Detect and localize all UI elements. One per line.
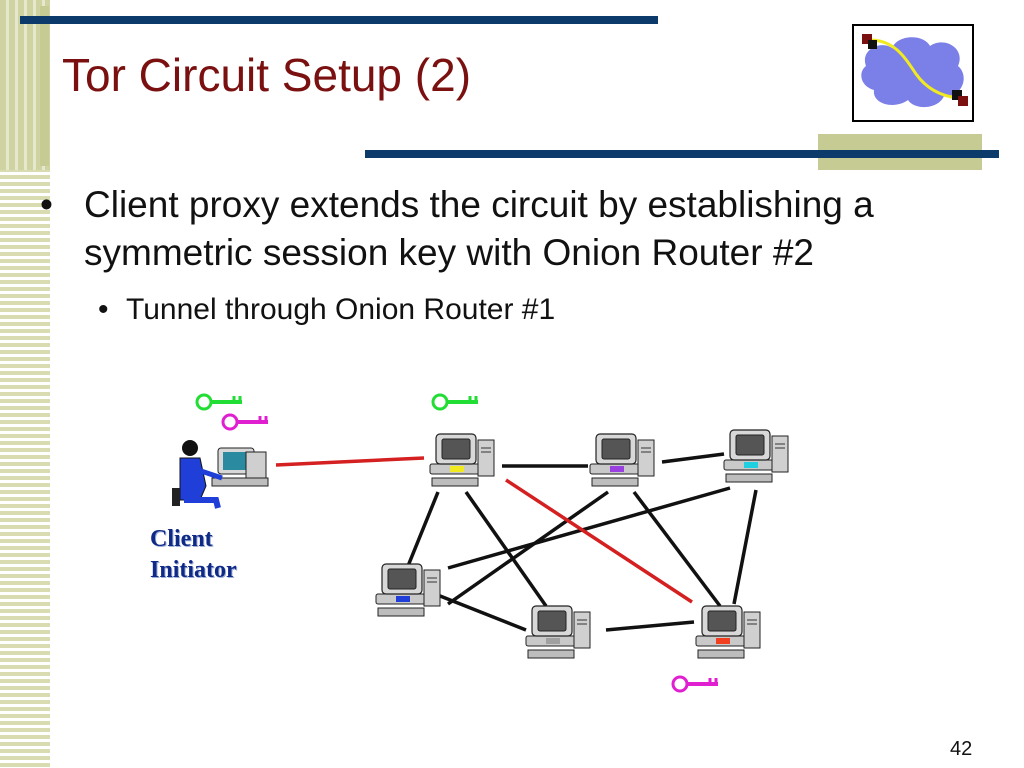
client-label-line2: Initiator	[150, 557, 237, 583]
bullet-level1-text: Client proxy extends the circuit by esta…	[84, 184, 874, 273]
page-number: 42	[950, 738, 973, 760]
computer-icon	[723, 429, 789, 483]
person-at-computer-icon	[172, 440, 269, 509]
computer-icon	[695, 605, 761, 659]
computer-icon	[375, 563, 441, 617]
key-icon	[221, 413, 270, 431]
key-icon	[671, 675, 720, 693]
key-icon	[431, 393, 480, 411]
network-cloud-icon	[852, 24, 974, 122]
bullet-level2-text: Tunnel through Onion Router #1	[126, 293, 556, 326]
vertical-accent-bar	[40, 6, 49, 166]
top-accent-bar	[20, 16, 658, 24]
computer-icon	[589, 433, 655, 487]
computer-icon	[525, 605, 591, 659]
computer-icon	[429, 433, 495, 487]
slide-title: Tor Circuit Setup (2)	[62, 49, 472, 101]
bullet-marker: •	[40, 184, 53, 225]
circuit-links	[275, 456, 693, 604]
mid-accent-bar	[365, 150, 999, 158]
onion-routing-diagram	[172, 393, 789, 693]
bullet-marker: •	[98, 293, 109, 326]
bullet-level2: • Tunnel through Onion Router #1	[98, 293, 555, 327]
client-initiator-label: Client Initiator	[150, 524, 237, 586]
bullet-level1: • Client proxy extends the circuit by es…	[40, 181, 980, 277]
key-icon	[195, 393, 244, 411]
client-label-line1: Client	[150, 526, 213, 552]
network-links	[406, 452, 758, 632]
